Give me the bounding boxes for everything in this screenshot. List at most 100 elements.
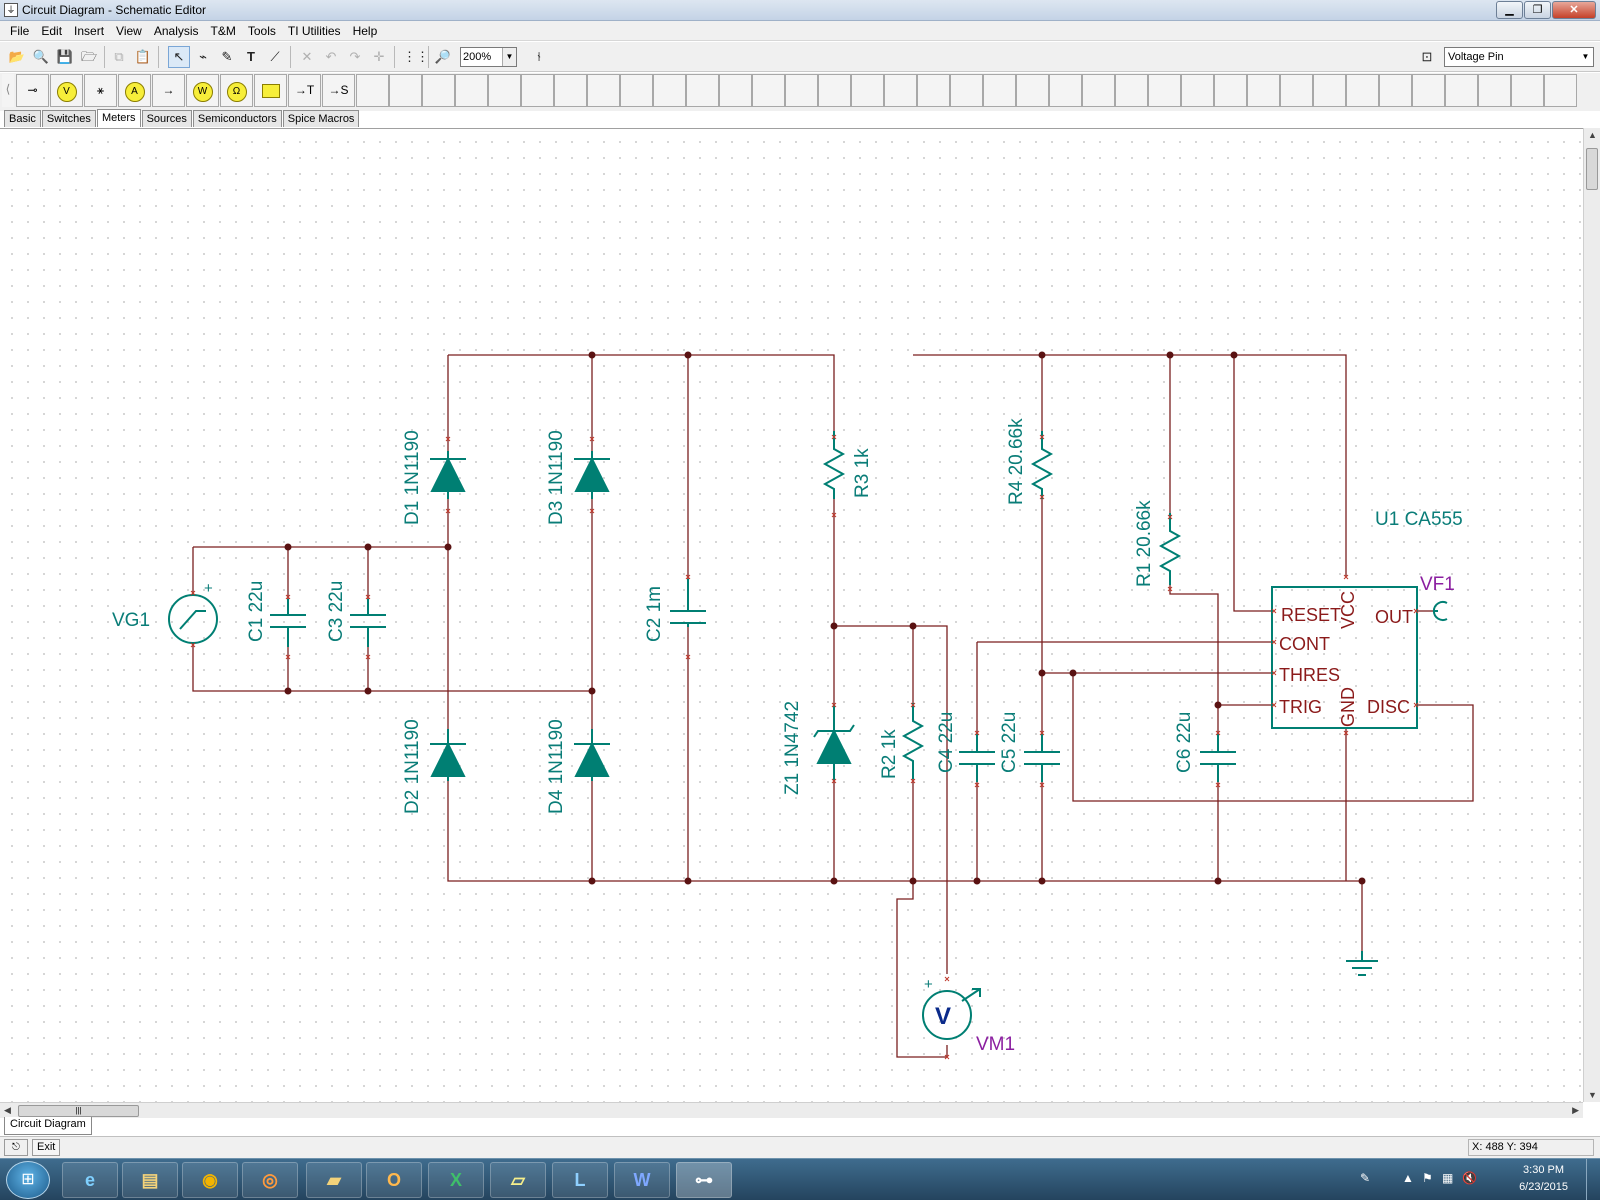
exit-icon[interactable]: ⎋ bbox=[4, 1139, 28, 1156]
capacitor-c1 bbox=[270, 599, 306, 647]
redo-icon[interactable]: ↷ bbox=[349, 49, 361, 64]
copy-icon[interactable]: ⧉ bbox=[114, 49, 124, 64]
current-probe-icon[interactable]: ⚹ bbox=[84, 74, 117, 107]
vertical-scroll-thumb[interactable] bbox=[1586, 148, 1598, 190]
volume-icon[interactable]: 🔇 bbox=[1462, 1171, 1477, 1185]
show-desktop-button[interactable] bbox=[1586, 1159, 1600, 1200]
status-bar: ⎋ Exit X: 488 Y: 394 bbox=[0, 1136, 1600, 1158]
chrome-icon[interactable]: ◉ bbox=[182, 1162, 238, 1198]
tab-basic[interactable]: Basic bbox=[4, 110, 41, 127]
start-button[interactable]: ⊞ bbox=[6, 1161, 50, 1199]
palette-tabs: Basic Switches Meters Sources Semiconduc… bbox=[4, 109, 360, 128]
tab-circuit-diagram[interactable]: Circuit Diagram bbox=[4, 1117, 92, 1135]
add-icon[interactable]: ✛ bbox=[373, 49, 385, 64]
pin-tool-icon[interactable]: ⊡ bbox=[1421, 49, 1433, 64]
empty-palette-slot bbox=[521, 74, 554, 107]
word-icon[interactable]: W bbox=[614, 1162, 670, 1198]
pin-reset: RESET bbox=[1281, 605, 1341, 625]
paste-icon[interactable]: 📋 bbox=[134, 49, 152, 64]
label-c3: C3 22u bbox=[326, 581, 347, 642]
save-icon[interactable]: 💾 bbox=[56, 49, 74, 64]
flag-icon[interactable]: ⚑ bbox=[1422, 1171, 1433, 1185]
vertical-scrollbar[interactable]: ▲ ▼ bbox=[1583, 128, 1600, 1102]
outlook-icon[interactable]: O bbox=[366, 1162, 422, 1198]
empty-palette-slot bbox=[1016, 74, 1049, 107]
tab-semiconductors[interactable]: Semiconductors bbox=[192, 110, 282, 127]
restore-button[interactable]: ❐ bbox=[1524, 1, 1551, 19]
internet-explorer-icon[interactable]: e bbox=[62, 1162, 118, 1198]
firefox-icon[interactable]: ◎ bbox=[242, 1162, 298, 1198]
folder-icon[interactable]: ▰ bbox=[306, 1162, 362, 1198]
ohmmeter-icon[interactable]: Ω bbox=[220, 74, 253, 107]
menu-tm[interactable]: T&M bbox=[210, 23, 236, 38]
scroll-up-icon[interactable]: ▲ bbox=[1588, 130, 1597, 140]
empty-palette-slot bbox=[1049, 74, 1082, 107]
horizontal-scroll-thumb[interactable]: ||| bbox=[18, 1105, 139, 1117]
pencil-icon[interactable]: ✎ bbox=[221, 49, 233, 64]
tab-spice-macros[interactable]: Spice Macros bbox=[282, 110, 360, 127]
switch-icon[interactable]: ⊸ bbox=[16, 74, 49, 107]
menu-insert[interactable]: Insert bbox=[74, 23, 105, 38]
palette-scroll-left-icon[interactable]: ⟨ bbox=[2, 74, 14, 107]
pin-type-select[interactable]: Voltage Pin ▼ bbox=[1444, 47, 1594, 67]
scroll-right-icon[interactable]: ▶ bbox=[1572, 1105, 1579, 1115]
grid-icon[interactable]: ⋮⋮ bbox=[403, 49, 429, 64]
wire-icon[interactable]: ⌁ bbox=[199, 49, 207, 64]
source-icon[interactable]: →S bbox=[322, 74, 355, 107]
empty-palette-slot bbox=[653, 74, 686, 107]
select-arrow-icon[interactable]: ↖ bbox=[168, 46, 190, 68]
scroll-down-icon[interactable]: ▼ bbox=[1588, 1090, 1597, 1100]
scroll-left-icon[interactable]: ◀ bbox=[4, 1105, 11, 1115]
tab-meters[interactable]: Meters bbox=[96, 109, 141, 127]
tab-switches[interactable]: Switches bbox=[41, 110, 96, 127]
minimize-button[interactable]: ▁ bbox=[1496, 1, 1523, 19]
pin-type-value: Voltage Pin bbox=[1448, 51, 1504, 63]
menu-help[interactable]: Help bbox=[352, 23, 378, 38]
horizontal-scrollbar[interactable]: ◀ ||| ▶ bbox=[0, 1102, 1583, 1118]
open-folder-icon[interactable]: 🗁 bbox=[80, 49, 98, 64]
capacitor-c2 bbox=[670, 579, 706, 627]
menu-ti-utilities[interactable]: TI Utilities bbox=[287, 23, 341, 38]
empty-palette-slot bbox=[752, 74, 785, 107]
speaker-icon[interactable] bbox=[254, 74, 287, 107]
pin-trig: TRIG bbox=[1279, 697, 1322, 717]
component-icon[interactable]: ⫮ bbox=[537, 49, 541, 64]
empty-palette-slot bbox=[818, 74, 851, 107]
network-icon[interactable]: ▦ bbox=[1442, 1171, 1454, 1185]
menu-analysis[interactable]: Analysis bbox=[153, 23, 199, 38]
wattmeter-icon[interactable]: W bbox=[186, 74, 219, 107]
file-explorer-icon[interactable]: ▤ bbox=[122, 1162, 178, 1198]
label-c4: C4 22u bbox=[936, 712, 957, 773]
ammeter-icon[interactable]: A bbox=[118, 74, 151, 107]
pen-icon[interactable]: ✎ bbox=[1360, 1171, 1371, 1185]
menu-tools[interactable]: Tools bbox=[247, 23, 276, 38]
find-icon[interactable]: 🔍 bbox=[32, 49, 50, 64]
zoom-icon[interactable]: 🔎 bbox=[434, 49, 452, 64]
line-icon[interactable]: ⟋ bbox=[270, 49, 280, 64]
menu-bar: File Edit Insert View Analysis T&M Tools… bbox=[0, 21, 1600, 41]
excel-icon[interactable]: X bbox=[428, 1162, 484, 1198]
zoom-select[interactable]: 200% ▼ bbox=[460, 47, 517, 67]
sticky-notes-icon[interactable]: ▱ bbox=[490, 1162, 546, 1198]
open-icon[interactable]: 📂 bbox=[8, 49, 26, 64]
menu-file[interactable]: File bbox=[10, 23, 30, 38]
show-hidden-icons[interactable]: ▲ bbox=[1402, 1171, 1414, 1185]
text-icon[interactable]: T bbox=[247, 49, 255, 64]
menu-edit[interactable]: Edit bbox=[41, 23, 63, 38]
capacitor-c4 bbox=[959, 734, 995, 782]
components bbox=[168, 431, 1448, 1040]
voltmeter-icon[interactable]: V bbox=[50, 74, 83, 107]
clock[interactable]: 3:30 PM 6/23/2015 bbox=[1519, 1162, 1568, 1196]
empty-palette-slot bbox=[686, 74, 719, 107]
tab-sources[interactable]: Sources bbox=[141, 110, 192, 127]
exit-button[interactable]: Exit bbox=[32, 1139, 61, 1156]
voltage-pin-icon[interactable]: → bbox=[152, 74, 185, 107]
menu-view[interactable]: View bbox=[116, 23, 142, 38]
undo-icon[interactable]: ↶ bbox=[325, 49, 337, 64]
delete-icon[interactable]: ✕ bbox=[301, 49, 313, 64]
schematic-canvas[interactable]: D1 1N1190 D3 1N1190 D2 1N1190 D4 1N1190 … bbox=[0, 128, 1583, 1102]
transmitter-icon[interactable]: →T bbox=[288, 74, 321, 107]
lync-icon[interactable]: L bbox=[552, 1162, 608, 1198]
tina-icon[interactable]: ⊶ bbox=[676, 1162, 732, 1198]
close-button[interactable]: ✕ bbox=[1552, 1, 1596, 19]
